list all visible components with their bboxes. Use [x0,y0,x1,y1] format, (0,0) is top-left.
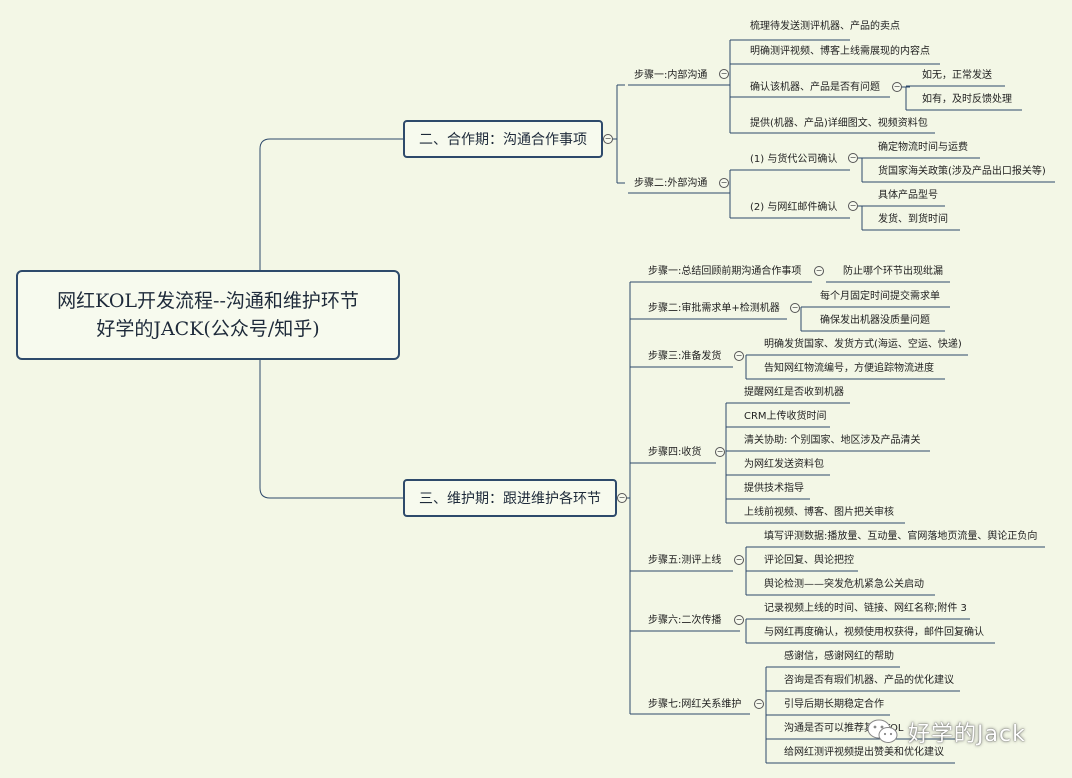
b2-step-item[interactable]: 给网红测评视频提出赞美和优化建议 [784,747,944,758]
b2-step-item[interactable]: 沟通是否可以推荐其他KOL [784,723,904,734]
b1-step1-item[interactable]: 梳理待发送测评机器、产品的卖点 [750,21,900,32]
b2-step-label[interactable]: 步骤五:测评上线 [648,555,722,566]
collapse-branch-maintenance-icon[interactable]: − [617,493,627,503]
b2-step-item[interactable]: 为网红发送资料包 [744,459,824,470]
collapse-b2-step6-icon[interactable]: − [734,615,744,625]
b1-step2-sub-label[interactable]: (1) 与货代公司确认 [750,154,838,165]
b2-step-item[interactable]: 咨询是否有瑕们机器、产品的优化建议 [784,675,954,686]
branch-cooperation[interactable]: 二、合作期：沟通合作事项 [403,120,603,158]
b2-step-item[interactable]: CRM上传收货时间 [744,411,827,422]
b2-step-label[interactable]: 步骤三:准备发货 [648,351,722,362]
b2-step-label[interactable]: 步骤二:审批需求单+检测机器 [648,303,780,314]
b1-step2-sub-item[interactable]: 发货、到货时间 [878,214,948,225]
collapse-b2-step1-icon[interactable]: − [814,266,824,276]
b2-step-label[interactable]: 步骤四:收货 [648,447,702,458]
wechat-icon [867,719,898,743]
central-subtitle: 好学的JACK(公众号/知乎) [96,318,320,340]
b1-step2-sub-item[interactable]: 货国家海关政策(涉及产品出口报关等) [878,166,1046,177]
b1-step1-item[interactable]: 提供(机器、产品)详细图文、视频资料包 [750,118,928,129]
b1-step1-item[interactable]: 明确测评视频、博客上线需展现的内容点 [750,46,930,57]
central-title: 网红KOL开发流程--沟通和维护环节 [57,290,359,312]
b2-step-item[interactable]: 确保发出机器没质量问题 [820,315,930,326]
b2-step-item[interactable]: 舆论检测——突发危机紧急公关启动 [764,579,924,590]
b2-step-item[interactable]: 提供技术指导 [744,483,804,494]
b2-step-item[interactable]: 上线前视频、博客、图片把关审核 [744,507,894,518]
b2-step-item[interactable]: 告知网红物流编号，方便追踪物流进度 [764,363,934,374]
central-topic[interactable]: 网红KOL开发流程--沟通和维护环节 好学的JACK(公众号/知乎) [16,270,400,360]
b1-step2-sub-label[interactable]: (2) 与网红邮件确认 [750,202,838,213]
collapse-b2-step7-icon[interactable]: − [754,699,764,709]
collapse-b2-step4-icon[interactable]: − [715,447,725,457]
b2-step-item[interactable]: 每个月固定时间提交需求单 [820,291,940,302]
b1-step2-label[interactable]: 步骤二:外部沟通 [634,178,708,189]
branch-maintenance[interactable]: 三、维护期：跟进维护各环节 [403,479,617,517]
collapse-b1-step2-icon[interactable]: − [719,178,729,188]
collapse-b2-step5-icon[interactable]: − [734,555,744,565]
collapse-b2-step3-icon[interactable]: − [734,351,744,361]
watermark-text: 好学的Jack [908,722,1026,747]
b1-step2-sub-item[interactable]: 确定物流时间与运费 [878,142,968,153]
b1-step2-sub-item[interactable]: 具体产品型号 [878,190,938,201]
b2-step-item[interactable]: 引导后期长期稳定合作 [784,699,884,710]
b2-step-item[interactable]: 防止哪个环节出现纰漏 [843,266,943,277]
branch-cooperation-label: 二、合作期：沟通合作事项 [419,132,587,148]
b2-step-label[interactable]: 步骤七:网红关系维护 [648,699,742,710]
collapse-b2-step2-icon[interactable]: − [790,303,800,313]
watermark: 好学的Jack [866,716,1026,748]
b2-step-item[interactable]: 评论回复、舆论把控 [764,555,854,566]
b2-step-item[interactable]: 清关协助: 个别国家、地区涉及产品清关 [744,435,921,446]
collapse-b1-step1-icon[interactable]: − [719,69,729,79]
b1-step1-item[interactable]: 确认该机器、产品是否有问题 [750,82,880,93]
b1-step1-label[interactable]: 步骤一:内部沟通 [634,70,708,81]
collapse-branch-cooperation-icon[interactable]: − [603,134,613,144]
collapse-b1-step1-check-icon[interactable]: − [892,82,902,92]
b1-step1-sub-item[interactable]: 如无，正常发送 [922,70,992,81]
b1-step1-sub-item[interactable]: 如有，及时反馈处理 [922,94,1012,105]
b2-step-item[interactable]: 感谢信，感谢网红的帮助 [784,651,894,662]
b2-step-item[interactable]: 明确发货国家、发货方式(海运、空运、快递) [764,339,962,350]
collapse-b1-step2-subA-icon[interactable]: − [848,153,858,163]
b2-step-item[interactable]: 与网红再度确认，视频使用权获得，邮件回复确认 [764,627,984,638]
b2-step-label[interactable]: 步骤六:二次传播 [648,615,722,626]
b2-step-item[interactable]: 记录视频上线的时间、链接、网红名称;附件 3 [764,603,967,614]
collapse-b1-step2-subB-icon[interactable]: − [848,201,858,211]
branch-maintenance-label: 三、维护期：跟进维护各环节 [419,491,601,507]
b2-step-item[interactable]: 填写评测数据:播放量、互动量、官网落地页流量、舆论正负向 [764,531,1038,542]
b2-step-label[interactable]: 步骤一:总结回顾前期沟通合作事项 [648,266,802,277]
b2-step-item[interactable]: 提醒网红是否收到机器 [744,387,844,398]
